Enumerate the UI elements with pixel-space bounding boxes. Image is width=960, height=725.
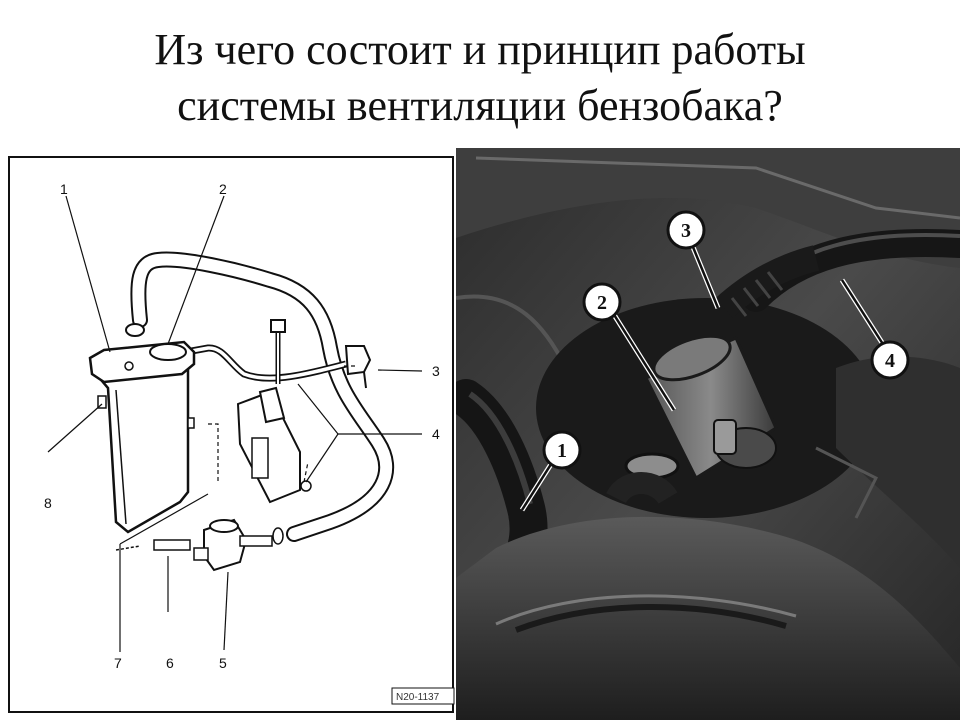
diagram-label-6: 6 — [166, 655, 174, 671]
engine-bay-photo: 1 2 3 4 — [447, 148, 960, 720]
photo-callout-3 — [666, 210, 706, 250]
photo-label-2: 2 — [597, 292, 607, 314]
diagram-label-2: 2 — [219, 181, 227, 197]
photo-callout-4 — [870, 340, 910, 380]
diagram-label-8: 8 — [44, 495, 52, 511]
diagram-label-3: 3 — [432, 363, 440, 379]
photo-label-3: 3 — [681, 220, 691, 242]
photo-label-4: 4 — [885, 350, 895, 372]
exploded-diagram: 1 2 3 4 5 6 7 8 N20-1137 — [8, 152, 456, 714]
photo-callout-1 — [542, 430, 582, 470]
photo-label-1: 1 — [557, 440, 567, 462]
diagram-stamp: N20-1137 — [396, 692, 440, 703]
canister-port — [149, 343, 187, 361]
photo-callout-2 — [582, 282, 622, 322]
vent-hose-inner — [132, 253, 392, 540]
title-line-2: системы вентиляции бензобака? — [177, 81, 783, 130]
elbow-connector — [344, 345, 372, 376]
diagram-label-5: 5 — [219, 655, 227, 671]
title-line-1: Из чего состоит и принцип работы — [154, 25, 806, 74]
short-pipe — [153, 539, 191, 551]
thin-pipe-inner — [185, 346, 347, 380]
diagram-label-7: 7 — [114, 655, 122, 671]
diagram-label-1: 1 — [60, 181, 68, 197]
hose-fitting — [125, 323, 145, 337]
diagram-label-4: 4 — [432, 426, 440, 442]
slide-title: Из чего состоит и принцип работы системы… — [0, 22, 960, 134]
